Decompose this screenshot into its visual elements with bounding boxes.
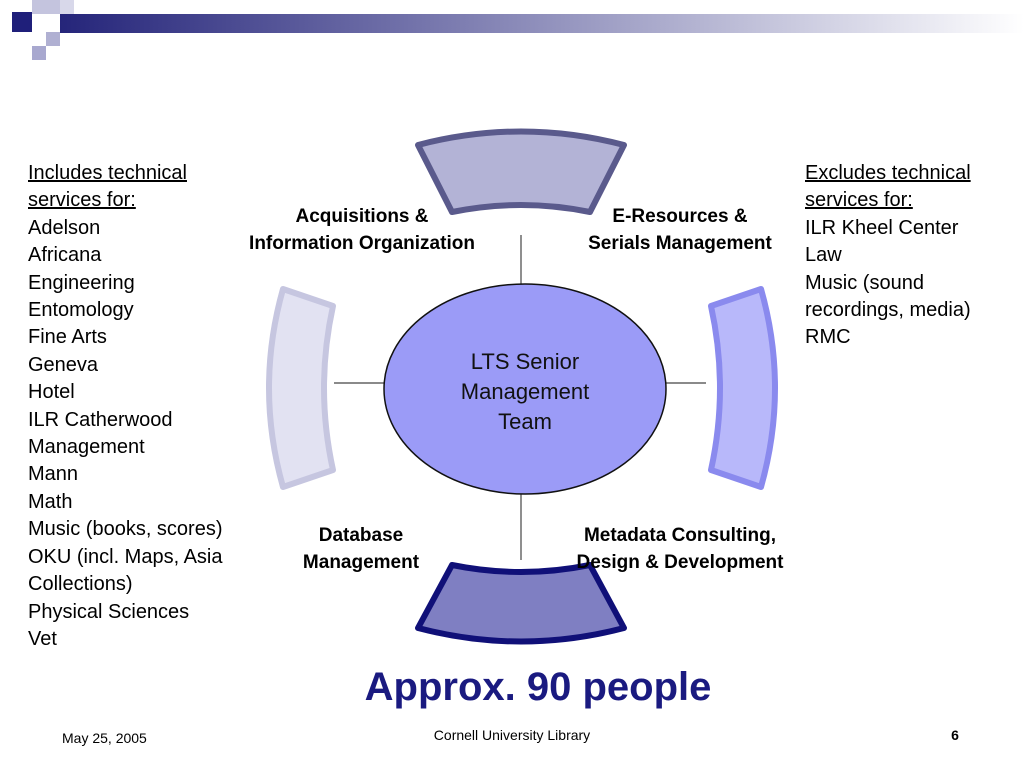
excludes-header: Excludes technical	[805, 162, 971, 184]
unit-label-line: Serials Management	[588, 233, 772, 254]
unit-label-line: Metadata Consulting,	[583, 525, 777, 546]
arc-segment-bottom	[415, 562, 627, 645]
center-line: LTS Senior	[470, 349, 580, 374]
list-item: Music (books, scores)	[28, 518, 223, 541]
list-item: Geneva	[28, 353, 99, 376]
unit-label-line: Acquisitions &	[295, 206, 429, 227]
list-item: Fine Arts	[28, 326, 107, 349]
center-line: Team	[498, 409, 552, 434]
includes-header: Includes technical	[28, 162, 187, 184]
arc-segment-left	[266, 286, 336, 490]
slide-number: 6	[951, 727, 959, 743]
list-item: OKU (incl. Maps, Asia	[28, 545, 223, 568]
list-item: recordings, media)	[805, 299, 971, 322]
unit-label-database: Database Management	[282, 522, 440, 576]
unit-label-line: Design & Development	[576, 552, 784, 573]
list-item: Adelson	[28, 216, 101, 239]
list-item: RMC	[805, 326, 851, 349]
center-team-label: LTS Senior Management Team	[425, 347, 625, 437]
list-item: Math	[28, 490, 73, 513]
list-item: ILR Kheel Center	[805, 216, 959, 239]
footer-organization: Cornell University Library	[433, 727, 591, 743]
arc-segment-right	[708, 286, 778, 490]
list-item: Mann	[28, 463, 79, 486]
headcount-heading: Approx. 90 people	[364, 665, 712, 709]
arc-segment-top	[415, 128, 627, 215]
list-item: Collections)	[28, 573, 133, 596]
center-ellipse	[383, 283, 667, 495]
list-item: Physical Sciences	[28, 600, 190, 623]
list-item: Hotel	[28, 381, 75, 404]
list-item: ILR Catherwood	[28, 408, 173, 431]
list-item: Vet	[28, 627, 57, 650]
unit-label-acquisitions: Acquisitions & Information Organization	[221, 203, 503, 257]
unit-label-line: Information Organization	[249, 233, 475, 254]
unit-label-line: Database	[318, 525, 404, 546]
excludes-header: services for:	[805, 189, 913, 212]
excludes-list: Excludes technical services for: ILR Khe…	[805, 160, 971, 352]
includes-header: services for:	[28, 189, 136, 212]
unit-label-eresources: E-Resources & Serials Management	[565, 203, 795, 257]
center-line: Management	[460, 379, 590, 404]
list-item: Music (sound	[805, 271, 924, 294]
list-item: Africana	[28, 244, 102, 267]
list-item: Management	[28, 436, 145, 459]
includes-list: Includes technical services for: Adelson…	[28, 160, 223, 653]
header-decoration	[12, 0, 1024, 60]
list-item: Law	[805, 244, 842, 267]
footer-date: May 25, 2005	[62, 730, 147, 746]
list-item: Entomology	[28, 299, 134, 322]
unit-label-metadata: Metadata Consulting, Design & Developmen…	[550, 522, 810, 576]
unit-label-line: Management	[302, 552, 420, 573]
list-item: Engineering	[28, 271, 135, 294]
unit-label-line: E-Resources &	[612, 206, 748, 227]
